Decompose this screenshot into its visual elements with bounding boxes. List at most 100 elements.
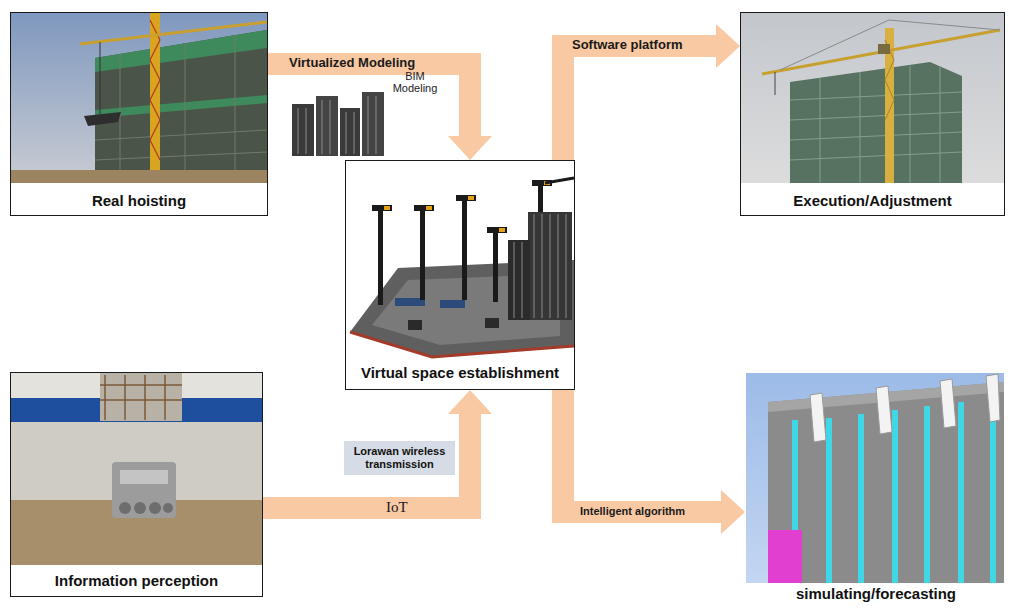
- sensor-photo: [11, 373, 262, 565]
- simulation-render: [746, 373, 1004, 583]
- hoisting-photo-part: [120, 54, 121, 183]
- hoisting-photo-part: [150, 20, 160, 160]
- bim-model-part: [350, 332, 574, 357]
- bim-model-part: [545, 178, 574, 183]
- arrow-head: [721, 490, 745, 534]
- hoisting-photo-part: [11, 170, 267, 183]
- sensor-photo-part: [100, 384, 182, 386]
- execution-photo-part: [790, 66, 962, 183]
- sensor-photo-part: [100, 375, 182, 420]
- hoisting-photo-part: [95, 36, 267, 183]
- execution-photo-part: [885, 80, 894, 100]
- building-icon-part: [340, 108, 360, 156]
- execution-photo: [741, 13, 1004, 183]
- simulation-render-part: [958, 402, 964, 583]
- simulation-render-part: [746, 373, 1004, 583]
- bim-model-part: [384, 206, 390, 210]
- bim-model-part: [485, 318, 499, 328]
- execution-photo-part: [775, 72, 776, 95]
- bim-model-part: [487, 227, 507, 233]
- bim-model-part: [522, 242, 523, 318]
- execution-photo-part: [780, 20, 889, 70]
- arrow-shaft: [563, 46, 716, 160]
- sensor-photo-part: [104, 375, 106, 420]
- building-icon-part: [368, 96, 369, 154]
- sensor-photo-part: [112, 462, 176, 518]
- hoisting-photo-part: [11, 13, 267, 183]
- bim-model-part: [528, 212, 572, 320]
- execution-photo-part: [910, 66, 911, 183]
- hoisting-photo-part: [84, 112, 121, 126]
- simulation-render-part: [826, 418, 832, 583]
- execution-photo-part: [790, 112, 962, 120]
- bim-model-part: [408, 320, 422, 330]
- bim-model-part: [558, 214, 559, 318]
- sensor-photo-part: [11, 500, 262, 565]
- bim-model-part: [414, 205, 434, 211]
- node-title: Lorawan wireless transmission: [348, 445, 451, 470]
- node-title: Virtual space establishment: [361, 364, 559, 382]
- bim-model-part: [372, 205, 392, 211]
- hoisting-photo-part: [80, 22, 267, 44]
- execution-photo-part: [741, 13, 1004, 183]
- flow-arrow: [563, 24, 740, 160]
- execution-photo-part: [860, 72, 861, 183]
- sensor-photo-part: [120, 470, 168, 484]
- edge-label: Software platform: [572, 38, 683, 52]
- hoisting-photo-part: [150, 13, 160, 183]
- simulation-render-part: [810, 393, 826, 442]
- node-title: simulating/forecasting: [796, 585, 956, 603]
- sensor-photo-part: [119, 502, 173, 514]
- execution-photo-part: [762, 30, 1000, 74]
- edge-label: Intelligent algorithm: [580, 505, 685, 517]
- bim-model-part: [499, 228, 505, 232]
- flow-arrow: [268, 64, 492, 160]
- execution-photo-part: [940, 66, 941, 183]
- sensor-photo-part: [124, 375, 126, 420]
- hoisting-photo-part: [95, 30, 267, 183]
- simulation-render-part: [768, 530, 802, 583]
- sensor-photo-part: [144, 375, 146, 420]
- building-icon-part: [354, 112, 355, 154]
- sensor-photo-part: [164, 375, 166, 420]
- flow-arrow: [263, 390, 492, 508]
- bim-model-part: [493, 232, 498, 302]
- bim-model: [350, 178, 574, 357]
- building-icon-part: [362, 92, 384, 156]
- node-title: Execution/Adjustment: [793, 192, 951, 210]
- sensor-photo-part: [163, 503, 173, 513]
- photo-box: Real hoisting: [10, 12, 268, 216]
- arrow-head: [448, 136, 492, 160]
- bim-model-part: [420, 210, 425, 300]
- arrow-shaft: [268, 64, 470, 136]
- building-icon-part: [292, 104, 314, 156]
- simulation-render-part: [892, 410, 898, 583]
- hoisting-photo-part: [150, 120, 160, 140]
- hoisting-photo-part: [235, 36, 236, 183]
- bim-model-part: [426, 206, 432, 210]
- arrow-shaft: [563, 390, 721, 512]
- simulation-render-part: [940, 379, 956, 428]
- node-title: Real hoisting: [92, 192, 186, 210]
- hoisting-photo-part: [150, 80, 160, 100]
- sensor-photo-part: [134, 502, 146, 514]
- arrow-head: [448, 390, 492, 414]
- render-box: simulating/forecasting: [745, 372, 1007, 607]
- execution-photo-part: [889, 20, 1000, 30]
- building-icon-part: [330, 100, 331, 154]
- bim-model-part: [456, 195, 476, 201]
- node-title: Information perception: [55, 572, 218, 590]
- sensor-photo-part: [11, 373, 262, 565]
- edge-label: IoT: [386, 499, 408, 516]
- bim-model-part: [542, 214, 543, 318]
- bim-model-part: [534, 214, 535, 318]
- building-icon-part: [306, 108, 307, 154]
- building-icon: [292, 92, 384, 156]
- simulation-render-part: [924, 406, 930, 583]
- sensor-photo-part: [119, 502, 131, 514]
- bim-model-part: [508, 240, 530, 320]
- building-icon-part: [298, 108, 299, 154]
